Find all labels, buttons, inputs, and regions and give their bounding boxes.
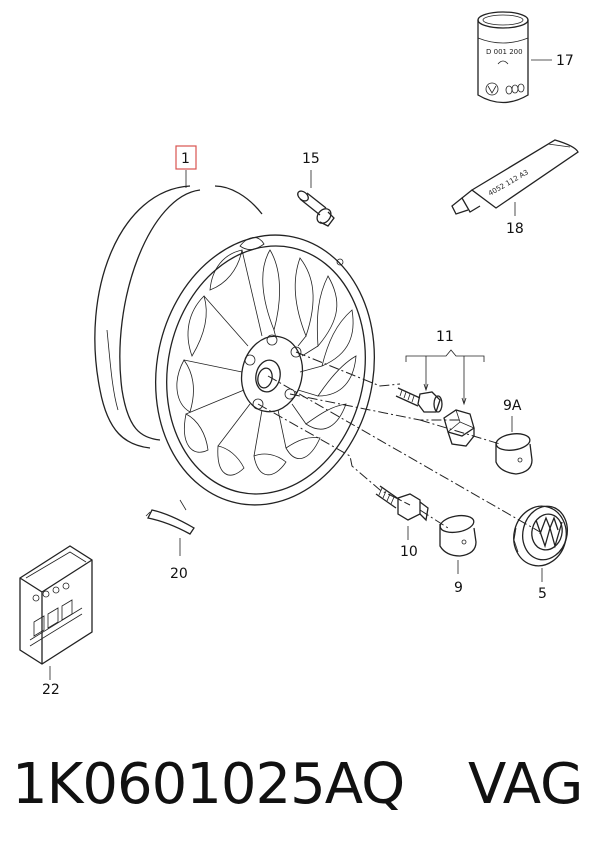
part-number: 1K0601025AQ — [12, 752, 405, 817]
callout-20: 20 — [170, 566, 188, 582]
wheel-bolt-part-10[interactable] — [375, 485, 429, 522]
can-code-label: D 001 200 — [486, 48, 523, 56]
axis-line-9 — [419, 509, 449, 529]
callout-17: 17 — [556, 53, 574, 69]
bolt-cap-part-9a[interactable] — [495, 432, 533, 475]
locking-nut-part-11[interactable] — [443, 409, 475, 447]
highlight-box-part-1 — [175, 145, 197, 170]
brand-name: VAG — [468, 752, 584, 817]
callout-11: 11 — [436, 329, 454, 345]
balance-weight-part-20[interactable] — [145, 509, 195, 535]
alloy-wheel-part-1[interactable] — [94, 185, 399, 525]
bracket-11 — [405, 349, 485, 362]
axis-line-9a — [419, 419, 501, 445]
tire-valve-part-15[interactable] — [296, 189, 335, 227]
callout-5: 5 — [538, 586, 547, 602]
tube-code-label: 4052 112 A3 — [487, 168, 530, 197]
centre-cap-part-5[interactable] — [508, 501, 573, 572]
locking-bolt-part-11[interactable] — [395, 387, 443, 413]
callout-15: 15 — [302, 151, 320, 167]
callout-1: 1 — [181, 151, 190, 167]
callout-9: 9 — [454, 580, 463, 596]
callout-10: 10 — [400, 544, 418, 560]
grease-can-part-17[interactable]: D 001 200 — [477, 11, 529, 104]
bolt-cap-part-9[interactable] — [439, 513, 477, 557]
callout-9a: 9A — [503, 398, 522, 414]
callout-22: 22 — [42, 682, 60, 698]
callout-18: 18 — [506, 221, 524, 237]
axis-line-bolt-upper — [295, 351, 401, 387]
bolt-set-package-part-22[interactable] — [19, 545, 93, 665]
axis-line-cap — [267, 375, 541, 533]
